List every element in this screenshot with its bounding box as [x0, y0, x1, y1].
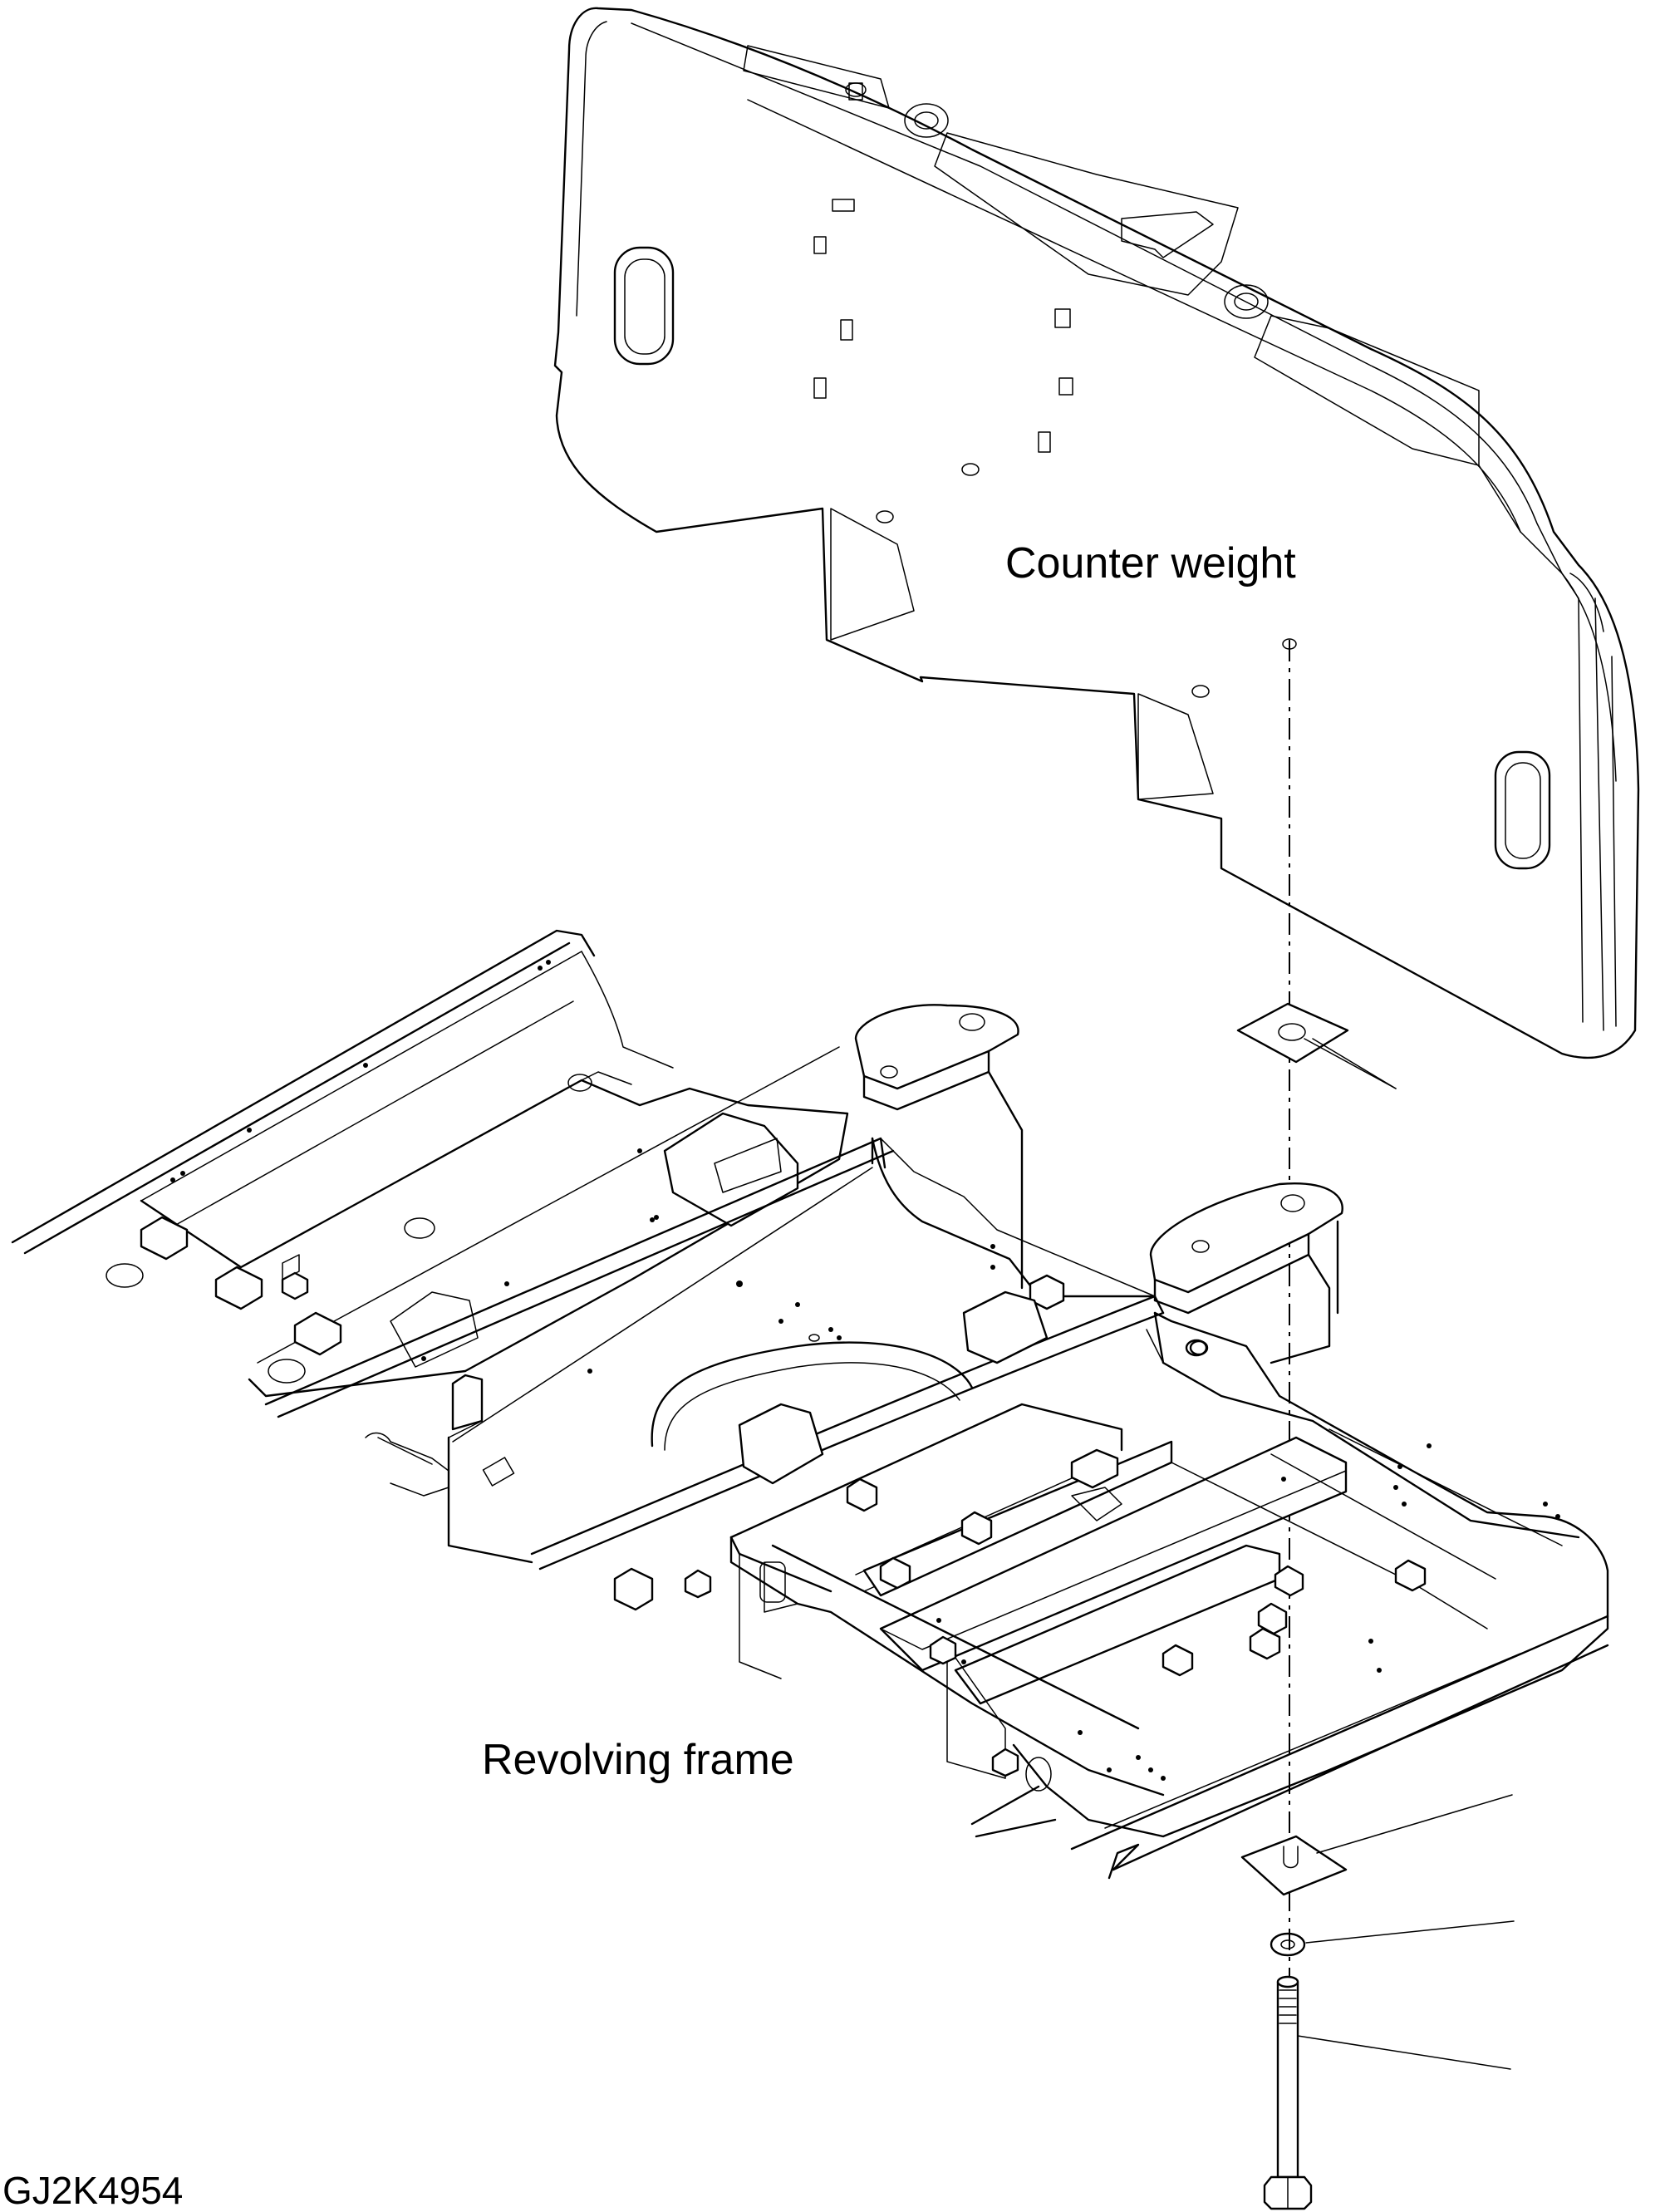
- upper-shim-plate: [1236, 1002, 1397, 1089]
- washer: [1270, 1920, 1515, 1957]
- revolving-frame-part: [11, 929, 1609, 1880]
- drawing-number: GJ2K4954: [2, 2169, 183, 2212]
- mounting-bolt: [1263, 1975, 1511, 2210]
- leader-line-shim: [1304, 1038, 1397, 1089]
- counter-weight-label: Counter weight: [1005, 539, 1296, 587]
- lower-shim-plate: [1240, 1794, 1513, 1896]
- revolving-frame-label: Revolving frame: [482, 1736, 794, 1784]
- counter-weight-part: [553, 7, 1640, 1059]
